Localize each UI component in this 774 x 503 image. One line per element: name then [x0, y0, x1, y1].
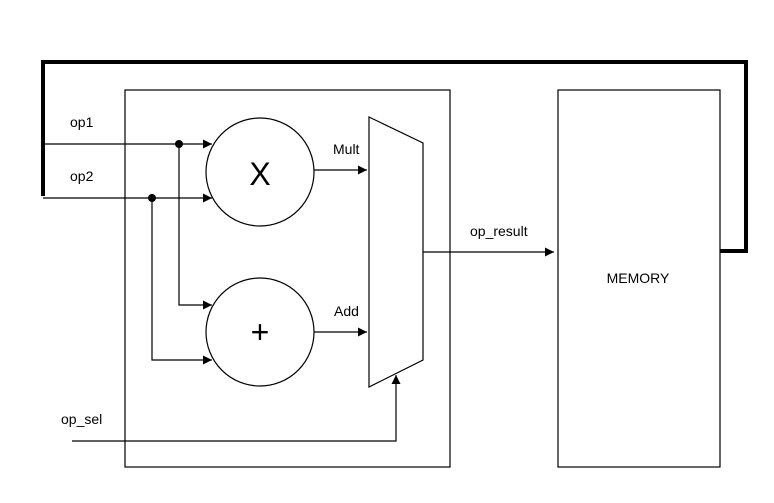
add-label: Add [334, 303, 359, 319]
op-sel-wire [72, 375, 401, 442]
op1-junction [175, 140, 183, 148]
feedback-wire [41, 60, 748, 253]
multiplexer [368, 116, 424, 388]
op-result-label: op_result [470, 223, 528, 239]
add-symbol: + [251, 314, 270, 350]
mult-label: Mult [333, 141, 360, 157]
op2-label: op2 [70, 168, 94, 184]
multiplier-circle [205, 117, 315, 227]
memory-block [557, 89, 721, 468]
op2-branch-wire [151, 198, 212, 365]
alu-block [124, 89, 451, 468]
multiply-symbol: X [249, 156, 270, 192]
op2-junction [148, 194, 156, 202]
op1-label: op1 [70, 114, 94, 130]
op-sel-label: op_sel [61, 411, 102, 427]
memory-label: MEMORY [607, 270, 670, 286]
